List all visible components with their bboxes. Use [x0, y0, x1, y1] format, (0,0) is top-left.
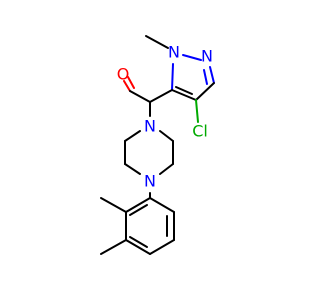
- bond-pip-4: [159, 163, 174, 175]
- bond-ar-3: [125, 239, 151, 255]
- bond-c5-n1: [171, 63, 174, 91]
- bond-ar-1: [125, 197, 151, 213]
- bond-methyl-ortho: [100, 197, 127, 213]
- chlorine-atom: Cl: [192, 122, 208, 141]
- oxygen-atom: O: [117, 65, 130, 84]
- bond-ar-4: [149, 239, 175, 255]
- bond-n2-c3: [209, 66, 215, 84]
- piperazine-n-bottom-atom: N: [144, 172, 156, 191]
- bond-pip-1: [124, 130, 141, 142]
- bond-methyl-meta: [100, 239, 127, 255]
- pyrazole-n2-atom: N: [201, 47, 213, 66]
- dimethylphenyl-ring: [100, 197, 175, 255]
- pyrazole-ring: [145, 35, 215, 123]
- carbonyl-group: [123, 76, 151, 117]
- bond-ar-3-inner: [129, 236, 148, 248]
- pyrazole-n1-atom: N: [168, 43, 180, 62]
- structure-diagram: O N N N N Cl: [100, 35, 215, 255]
- bond-n1-methyl: [145, 35, 169, 49]
- bond-carbonyl-to-pyrazole: [149, 89, 173, 103]
- molecule-canvas: O N N N N Cl: [100, 35, 215, 255]
- bond-ar-6: [149, 197, 175, 213]
- piperazine-ring: [124, 130, 174, 175]
- bond-co-1: [123, 80, 131, 92]
- piperazine-n-top-atom: N: [144, 117, 156, 136]
- bond-co-2: [127, 76, 135, 89]
- bond-n1-n2: [182, 54, 202, 61]
- bond-carbonyl-carbon: [129, 90, 151, 103]
- bond-c4-c5: [171, 89, 197, 101]
- bond-pip-6: [159, 130, 174, 142]
- bond-pip-3: [124, 163, 141, 175]
- bond-ar-1-inner: [129, 204, 148, 216]
- bond-n2-c3-inner: [203, 69, 208, 85]
- bond-c4-cl: [195, 99, 199, 123]
- bond-c3-c4: [195, 82, 215, 101]
- bond-c4-c5-inner: [175, 86, 193, 95]
